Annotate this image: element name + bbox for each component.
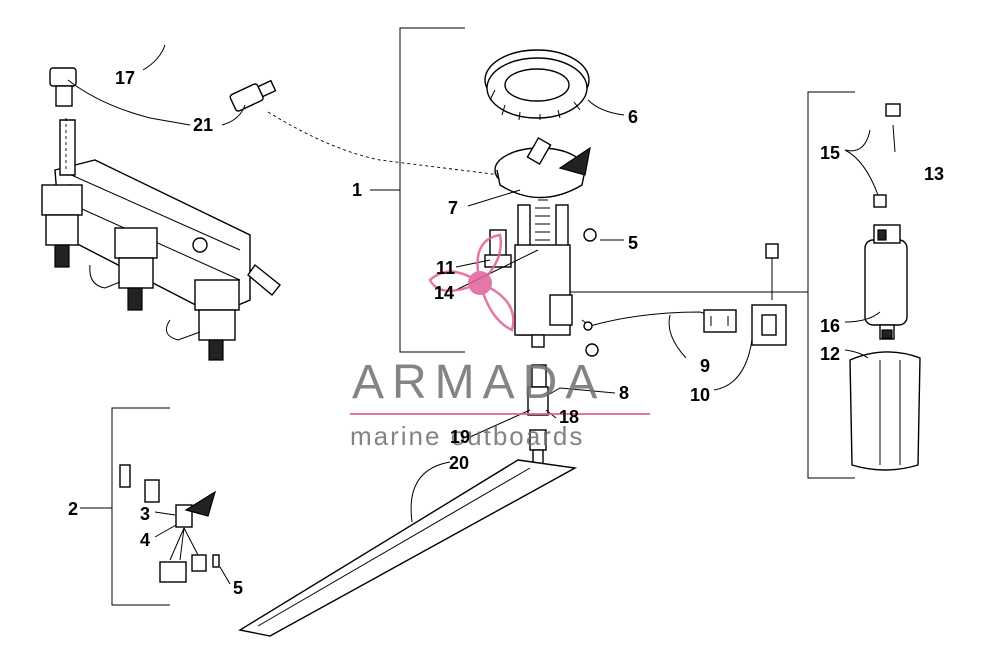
watermark-tagline: marine outboards bbox=[350, 421, 584, 451]
callout-2: 2 bbox=[68, 499, 78, 519]
callout-19: 19 bbox=[450, 427, 470, 447]
callout-11: 11 bbox=[436, 258, 455, 278]
callout-1: 1 bbox=[352, 180, 362, 200]
fuel-rail-assembly bbox=[41, 119, 281, 361]
callout-15: 15 bbox=[820, 143, 840, 163]
sender-10 bbox=[751, 243, 787, 346]
warning-triangle-icon bbox=[184, 490, 217, 517]
bracket-1 bbox=[399, 27, 465, 353]
callout-3: 3 bbox=[140, 504, 150, 524]
callout-21: 21 bbox=[193, 115, 213, 135]
fuel-hose bbox=[49, 34, 501, 176]
grommet-lower bbox=[585, 343, 599, 357]
wire-harness bbox=[119, 426, 220, 583]
callout-6: 6 bbox=[628, 107, 638, 127]
callout-10: 10 bbox=[690, 385, 710, 405]
pickup-tube bbox=[238, 459, 578, 637]
bracket-2 bbox=[111, 407, 170, 606]
callout-12: 12 bbox=[820, 344, 840, 364]
lock-ring bbox=[484, 49, 590, 121]
leader-lines bbox=[67, 44, 896, 585]
callout-17: 17 bbox=[115, 68, 135, 88]
callout-numbers: 17 21 6 1 7 5 11 14 15 13 16 12 9 10 8 1… bbox=[68, 68, 944, 598]
callout-14: 14 bbox=[434, 283, 454, 303]
watermark: ARMADA marine outboards bbox=[350, 233, 650, 451]
callout-18: 18 bbox=[559, 407, 579, 427]
coupler-13-15 bbox=[873, 103, 901, 208]
callout-7: 7 bbox=[448, 198, 458, 218]
callout-20: 20 bbox=[449, 453, 469, 473]
sender-connector bbox=[703, 309, 737, 333]
callout-9: 9 bbox=[700, 356, 710, 376]
callout-5-upper: 5 bbox=[628, 233, 638, 253]
strainer-12 bbox=[849, 351, 921, 471]
callout-5-lower: 5 bbox=[233, 578, 243, 598]
callout-13: 13 bbox=[924, 164, 944, 184]
callout-16: 16 bbox=[820, 316, 840, 336]
pump-module bbox=[494, 137, 721, 348]
bracket-right bbox=[807, 91, 855, 479]
warning-triangle-icon bbox=[558, 146, 591, 176]
callout-4: 4 bbox=[140, 530, 150, 550]
watermark-brand: ARMADA bbox=[352, 356, 605, 409]
grommet-5-upper bbox=[583, 228, 597, 242]
pump-16 bbox=[864, 224, 908, 340]
callout-8: 8 bbox=[619, 383, 629, 403]
propeller-logo-icon bbox=[428, 233, 515, 332]
